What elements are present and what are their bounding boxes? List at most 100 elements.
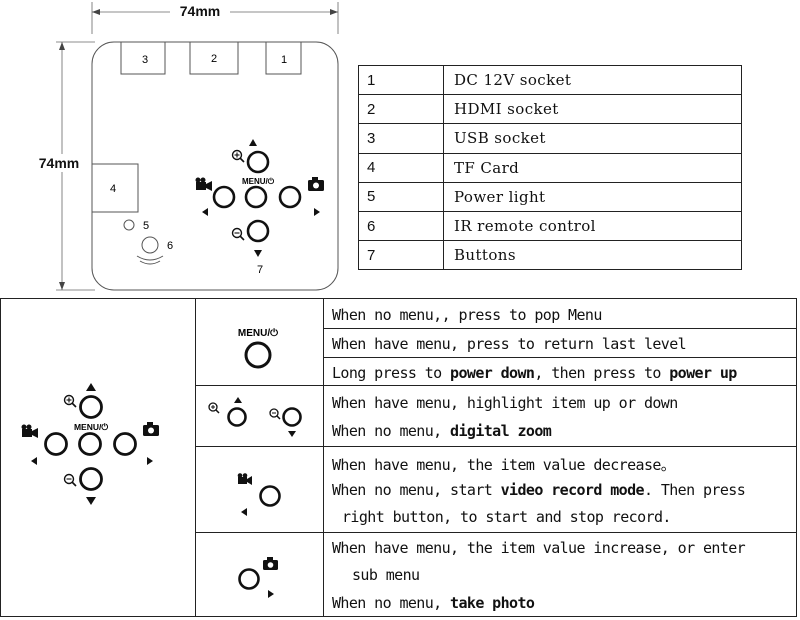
photo-camera-icon [143, 422, 159, 436]
ir-receiver [136, 236, 164, 265]
legend-num: 5 [358, 181, 444, 212]
panel-button-icons: MENU/⏻ [208, 327, 302, 598]
menu-label: MENU/⏻ [238, 327, 278, 339]
device-diagram: 74mm 74mm 3 2 1 4 5 6 M [30, 2, 339, 291]
legend-text: DC 12V socket [443, 64, 742, 96]
legend-num: 2 [358, 94, 444, 125]
left-desc-line: When no menu, start video record mode. T… [332, 481, 746, 499]
take-photo-text: take photo [450, 594, 535, 612]
zoom-in-icon [63, 394, 77, 408]
down-button [282, 407, 302, 427]
updown-desc-line: When no menu, digital zoom [332, 422, 552, 440]
menu-button [78, 432, 102, 456]
up-arrow-icon [249, 139, 257, 146]
right-arrow-icon [268, 590, 274, 598]
legend-num: 1 [358, 64, 444, 96]
buttons-label: 7 [257, 264, 263, 276]
tf-card-slot [91, 163, 139, 213]
up-arrow-icon [234, 397, 242, 403]
zoom-out-icon [63, 473, 77, 487]
legend-num: 4 [358, 152, 444, 183]
menu-desc-line: When no menu,, press to pop Menu [332, 306, 602, 324]
up-arrow-icon [86, 383, 96, 391]
legend-text: Buttons [443, 240, 742, 271]
dc-port [265, 41, 302, 75]
legend-text: Power light [443, 181, 742, 212]
zoom-out-icon [269, 408, 281, 420]
right-button [238, 568, 260, 590]
video-camera-icon [21, 424, 38, 438]
power-light [123, 219, 135, 231]
row-divider [323, 357, 796, 358]
right-arrow-icon [147, 457, 153, 465]
button-description-panel: MENU/⏻ MENU/⏻ [0, 298, 797, 617]
hdmi-port [189, 41, 239, 75]
down-button [79, 467, 103, 491]
zoom-in-icon [208, 402, 220, 414]
column-divider [195, 299, 196, 616]
digital-zoom-text: digital zoom [450, 422, 552, 440]
right-desc-line: When no menu, take photo [332, 594, 535, 612]
tf-label: 4 [110, 183, 116, 195]
group-divider [195, 532, 796, 533]
up-button [79, 395, 103, 419]
width-dimension: 74mm [91, 2, 339, 34]
left-desc-line: right button, to start and stop record. [342, 508, 671, 526]
height-label: 74mm [39, 155, 79, 171]
row-divider [323, 328, 796, 329]
button-cluster: MENU/⏻ [195, 139, 324, 257]
menu-button [244, 341, 272, 369]
left-desc-line: When have menu, the item value decrease。 [332, 456, 676, 474]
video-record-mode-text: video record mode [500, 481, 645, 499]
port-label-1: 1 [281, 54, 287, 66]
right-button [113, 432, 137, 456]
right-button [278, 185, 302, 209]
left-button [212, 185, 236, 209]
left-button [44, 432, 68, 456]
video-camera-icon [237, 473, 252, 485]
menu-label: MENU/⏻ [74, 422, 109, 432]
right-desc-line: sub menu [352, 566, 420, 584]
left-arrow-icon [202, 208, 208, 216]
usb-port [120, 41, 166, 75]
menu-desc-line: When have menu, press to return last lev… [332, 335, 687, 353]
legend-text: HDMI socket [443, 94, 742, 125]
power-down-text: power down [450, 364, 535, 382]
menu-desc-line: Long press to power down, then press to … [332, 364, 737, 382]
video-camera-icon [195, 177, 212, 191]
left-button [259, 485, 281, 507]
left-arrow-icon [241, 508, 247, 516]
down-arrow-icon [254, 250, 262, 257]
ir-label: 6 [167, 240, 173, 252]
port-label-3: 3 [142, 54, 148, 66]
left-arrow-icon [31, 457, 37, 465]
right-arrow-icon [314, 208, 320, 216]
zoom-out-icon [231, 227, 245, 241]
height-dimension: 74mm [30, 41, 95, 291]
menu-button [244, 185, 268, 209]
right-desc-line: When have menu, the item value increase,… [332, 539, 746, 557]
port-label-2: 2 [211, 53, 217, 65]
power-light-label: 5 [143, 220, 149, 232]
column-divider [323, 299, 324, 616]
legend-text: USB socket [443, 123, 742, 154]
legend-text: IR remote control [443, 210, 742, 242]
photo-camera-icon [308, 177, 324, 191]
photo-camera-icon [263, 557, 278, 570]
down-arrow-icon [288, 431, 296, 437]
width-label: 74mm [180, 3, 220, 19]
legend-num: 6 [358, 210, 444, 242]
zoom-in-icon [231, 149, 245, 163]
down-arrow-icon [86, 497, 96, 505]
legend-num: 7 [358, 240, 444, 271]
up-button [246, 150, 270, 174]
legend-num: 3 [358, 123, 444, 154]
power-up-text: power up [669, 364, 737, 382]
